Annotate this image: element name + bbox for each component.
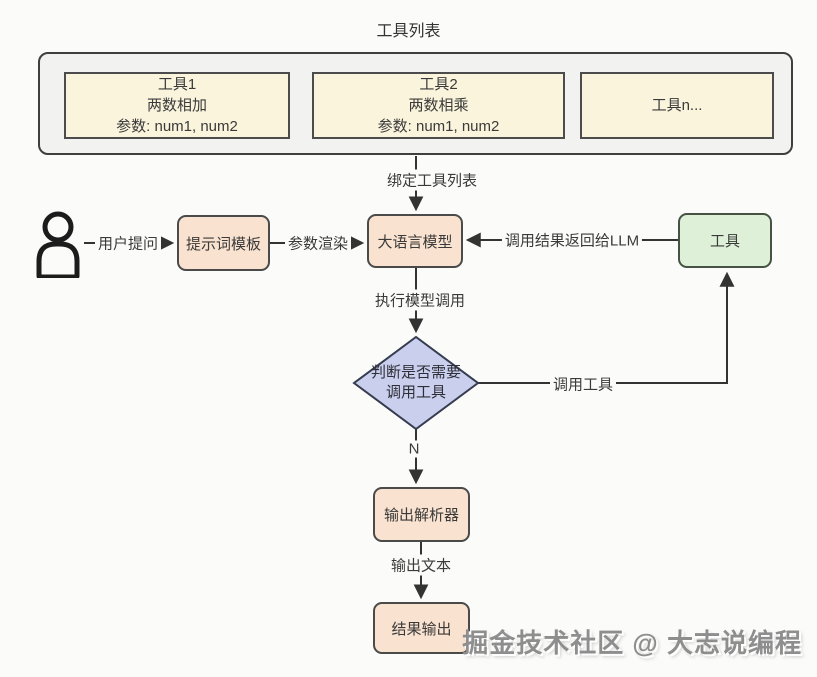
output-parser-label: 输出解析器 xyxy=(383,507,459,524)
edge-label-bind-tool-list: 绑定工具列表 xyxy=(383,169,481,191)
tool-item-1: 工具1 两数相加 参数: num1, num2 xyxy=(64,72,290,139)
edge-label-user-question: 用户提问 xyxy=(94,232,162,254)
edge-label-result-to-llm: 调用结果返回给LLM xyxy=(501,229,643,251)
tool-2-name: 工具2 xyxy=(419,76,458,93)
tool-label: 工具 xyxy=(709,233,740,250)
tool-1-name: 工具1 xyxy=(157,76,197,93)
tool-1-params: 参数: num1, num2 xyxy=(116,118,238,135)
node-output-parser: 输出解析器 xyxy=(373,487,470,542)
result-output-label: 结果输出 xyxy=(391,620,452,638)
tool-item-2: 工具2 两数相乘 参数: num1, num2 xyxy=(312,72,565,139)
edge-call-tool xyxy=(478,271,735,384)
diagram-title: 工具列表 xyxy=(376,23,441,40)
edge-label-output-text: 输出文本 xyxy=(387,554,455,576)
llm-label: 大语言模型 xyxy=(377,233,453,251)
tool-1-desc: 两数相加 xyxy=(146,97,207,114)
watermark: 掘金技术社区 @ 大志说编程 xyxy=(462,628,802,658)
node-llm: 大语言模型 xyxy=(367,214,463,268)
tool-item-n: 工具n... xyxy=(580,72,774,139)
edge-label-execute-model-call: 执行模型调用 xyxy=(371,289,469,311)
node-prompt-template: 提示词模板 xyxy=(177,215,270,271)
tool-n-name: 工具n... xyxy=(651,97,703,114)
node-result-output: 结果输出 xyxy=(373,602,470,654)
edge-label-call-tool: 调用工具 xyxy=(549,373,617,395)
user-icon xyxy=(36,211,80,278)
tool-list-container: 工具1 两数相加 参数: num1, num2 工具2 两数相乘 参数: num… xyxy=(38,52,793,155)
node-tool: 工具 xyxy=(678,213,772,268)
edge-label-param-render: 参数渲染 xyxy=(284,232,352,254)
tool-2-params: 参数: num1, num2 xyxy=(377,118,500,135)
prompt-template-label: 提示词模板 xyxy=(185,235,261,253)
tool-2-desc: 两数相乘 xyxy=(408,97,469,114)
decision-text: 判断是否需要 调用工具 xyxy=(370,364,461,401)
edge-label-n-branch: N xyxy=(405,440,423,458)
